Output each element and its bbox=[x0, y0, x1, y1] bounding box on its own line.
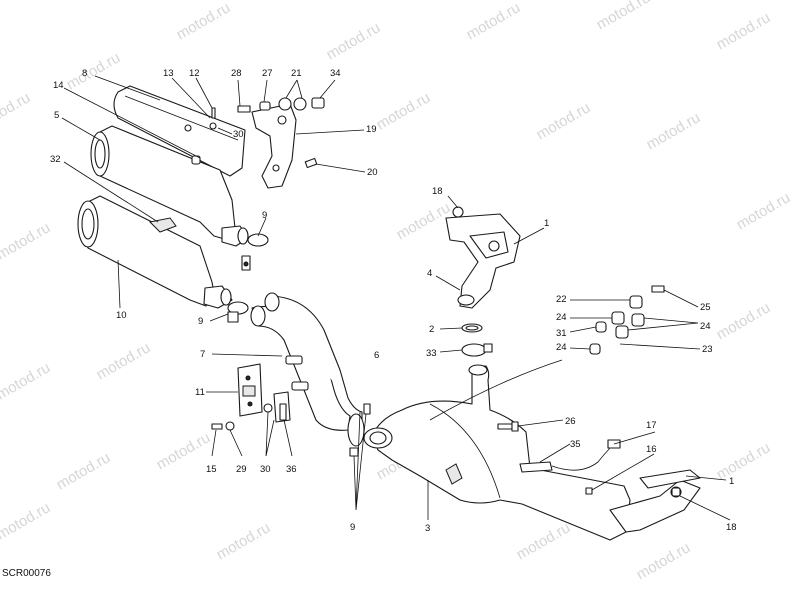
plate-part-11 bbox=[237, 363, 263, 417]
callout-17: 17 bbox=[646, 420, 657, 431]
clamp-part-9-lower bbox=[347, 403, 371, 457]
svg-text:motod.ru: motod.ru bbox=[714, 439, 774, 483]
svg-text:motod.ru: motod.ru bbox=[394, 199, 454, 243]
callout-7: 7 bbox=[200, 349, 205, 360]
svg-text:motod.ru: motod.ru bbox=[214, 519, 274, 563]
drawing-code: SCR00076 bbox=[2, 568, 51, 579]
callout-24-c: 24 bbox=[556, 342, 567, 353]
callout-28: 28 bbox=[231, 68, 242, 79]
svg-text:motod.ru: motod.ru bbox=[0, 499, 53, 543]
callout-3: 3 bbox=[425, 523, 430, 534]
callout-32: 32 bbox=[50, 154, 61, 165]
svg-text:motod.ru: motod.ru bbox=[64, 49, 124, 93]
callout-14: 14 bbox=[53, 80, 64, 91]
svg-text:motod.ru: motod.ru bbox=[324, 19, 384, 63]
callout-30-upper: 30 bbox=[233, 129, 244, 140]
callout-10: 10 bbox=[116, 310, 127, 321]
clamp-part-9-middle bbox=[227, 301, 249, 323]
link-pipes-part-7 bbox=[250, 292, 363, 431]
callout-26: 26 bbox=[565, 416, 576, 427]
clamp-part-33 bbox=[461, 343, 493, 357]
callout-15: 15 bbox=[206, 464, 217, 475]
callout-30-lower: 30 bbox=[260, 464, 271, 475]
svg-text:motod.ru: motod.ru bbox=[374, 89, 434, 133]
svg-text:motod.ru: motod.ru bbox=[0, 219, 53, 263]
bracket-part-19 bbox=[251, 103, 297, 189]
callout-9-lower: 9 bbox=[350, 522, 355, 533]
callout-34: 34 bbox=[330, 68, 341, 79]
svg-text:motod.ru: motod.ru bbox=[0, 89, 33, 133]
callout-33: 33 bbox=[426, 348, 437, 359]
svg-text:motod.ru: motod.ru bbox=[644, 109, 704, 153]
callout-25: 25 bbox=[700, 302, 711, 313]
gasket-part-2 bbox=[461, 323, 483, 333]
callout-23: 23 bbox=[702, 344, 713, 355]
silencer-lower-part-10 bbox=[77, 195, 233, 309]
callout-11: 11 bbox=[195, 387, 205, 398]
svg-text:motod.ru: motod.ru bbox=[594, 0, 654, 33]
svg-text:motod.ru: motod.ru bbox=[714, 299, 774, 343]
lambda-sensor-part-35 bbox=[519, 439, 621, 495]
callout-22: 22 bbox=[556, 294, 567, 305]
svg-text:motod.ru: motod.ru bbox=[734, 189, 794, 233]
heat-shield-part-8 bbox=[113, 85, 246, 177]
collector-muffler-part-3 bbox=[363, 364, 631, 541]
callout-20: 20 bbox=[367, 167, 378, 178]
callout-6: 6 bbox=[374, 350, 379, 361]
silencer-upper-part-5 bbox=[90, 125, 249, 247]
callout-36: 36 bbox=[286, 464, 297, 475]
clamp-part-9-upper bbox=[241, 233, 269, 271]
callout-21: 21 bbox=[291, 68, 302, 79]
svg-text:motod.ru: motod.ru bbox=[514, 519, 574, 563]
callout-24-b: 24 bbox=[700, 321, 711, 332]
svg-text:motod.ru: motod.ru bbox=[154, 429, 214, 473]
callout-12: 12 bbox=[189, 68, 200, 79]
callout-24-a: 24 bbox=[556, 312, 567, 323]
callout-2: 2 bbox=[429, 324, 434, 335]
callout-16: 16 bbox=[646, 444, 657, 455]
rubber-mounts bbox=[589, 285, 665, 355]
nut-part-18-right bbox=[671, 487, 681, 497]
callout-4: 4 bbox=[427, 268, 432, 279]
callout-labels: 8 13 12 28 27 21 34 14 30 19 5 20 32 9 1… bbox=[50, 68, 737, 534]
svg-text:motod.ru: motod.ru bbox=[464, 0, 524, 43]
callout-5: 5 bbox=[54, 110, 59, 121]
svg-text:motod.ru: motod.ru bbox=[534, 99, 594, 143]
callout-9-upper: 9 bbox=[262, 210, 267, 221]
svg-text:motod.ru: motod.ru bbox=[714, 9, 774, 53]
bolt-part-26 bbox=[497, 421, 519, 432]
fasteners-lower-left bbox=[211, 403, 287, 431]
callout-1-lower: 1 bbox=[729, 476, 734, 487]
svg-text:motod.ru: motod.ru bbox=[94, 339, 154, 383]
callout-31: 31 bbox=[556, 328, 567, 339]
callout-19: 19 bbox=[366, 124, 377, 135]
leader-lines bbox=[61, 75, 731, 521]
svg-text:motod.ru: motod.ru bbox=[54, 449, 114, 493]
callout-29: 29 bbox=[236, 464, 247, 475]
front-downpipe-part-4 bbox=[445, 206, 521, 309]
callout-1-upper: 1 bbox=[544, 218, 549, 229]
svg-text:motod.ru: motod.ru bbox=[174, 0, 234, 43]
svg-text:motod.ru: motod.ru bbox=[0, 359, 53, 403]
callout-8: 8 bbox=[82, 68, 87, 79]
callout-13: 13 bbox=[163, 68, 174, 79]
svg-text:motod.ru: motod.ru bbox=[634, 539, 694, 583]
callout-18-upper: 18 bbox=[432, 186, 443, 197]
callout-35: 35 bbox=[570, 439, 581, 450]
callout-9-middle: 9 bbox=[198, 316, 203, 327]
fasteners-upper bbox=[191, 97, 325, 169]
callout-27: 27 bbox=[262, 68, 273, 79]
callout-18-lower: 18 bbox=[726, 522, 737, 533]
